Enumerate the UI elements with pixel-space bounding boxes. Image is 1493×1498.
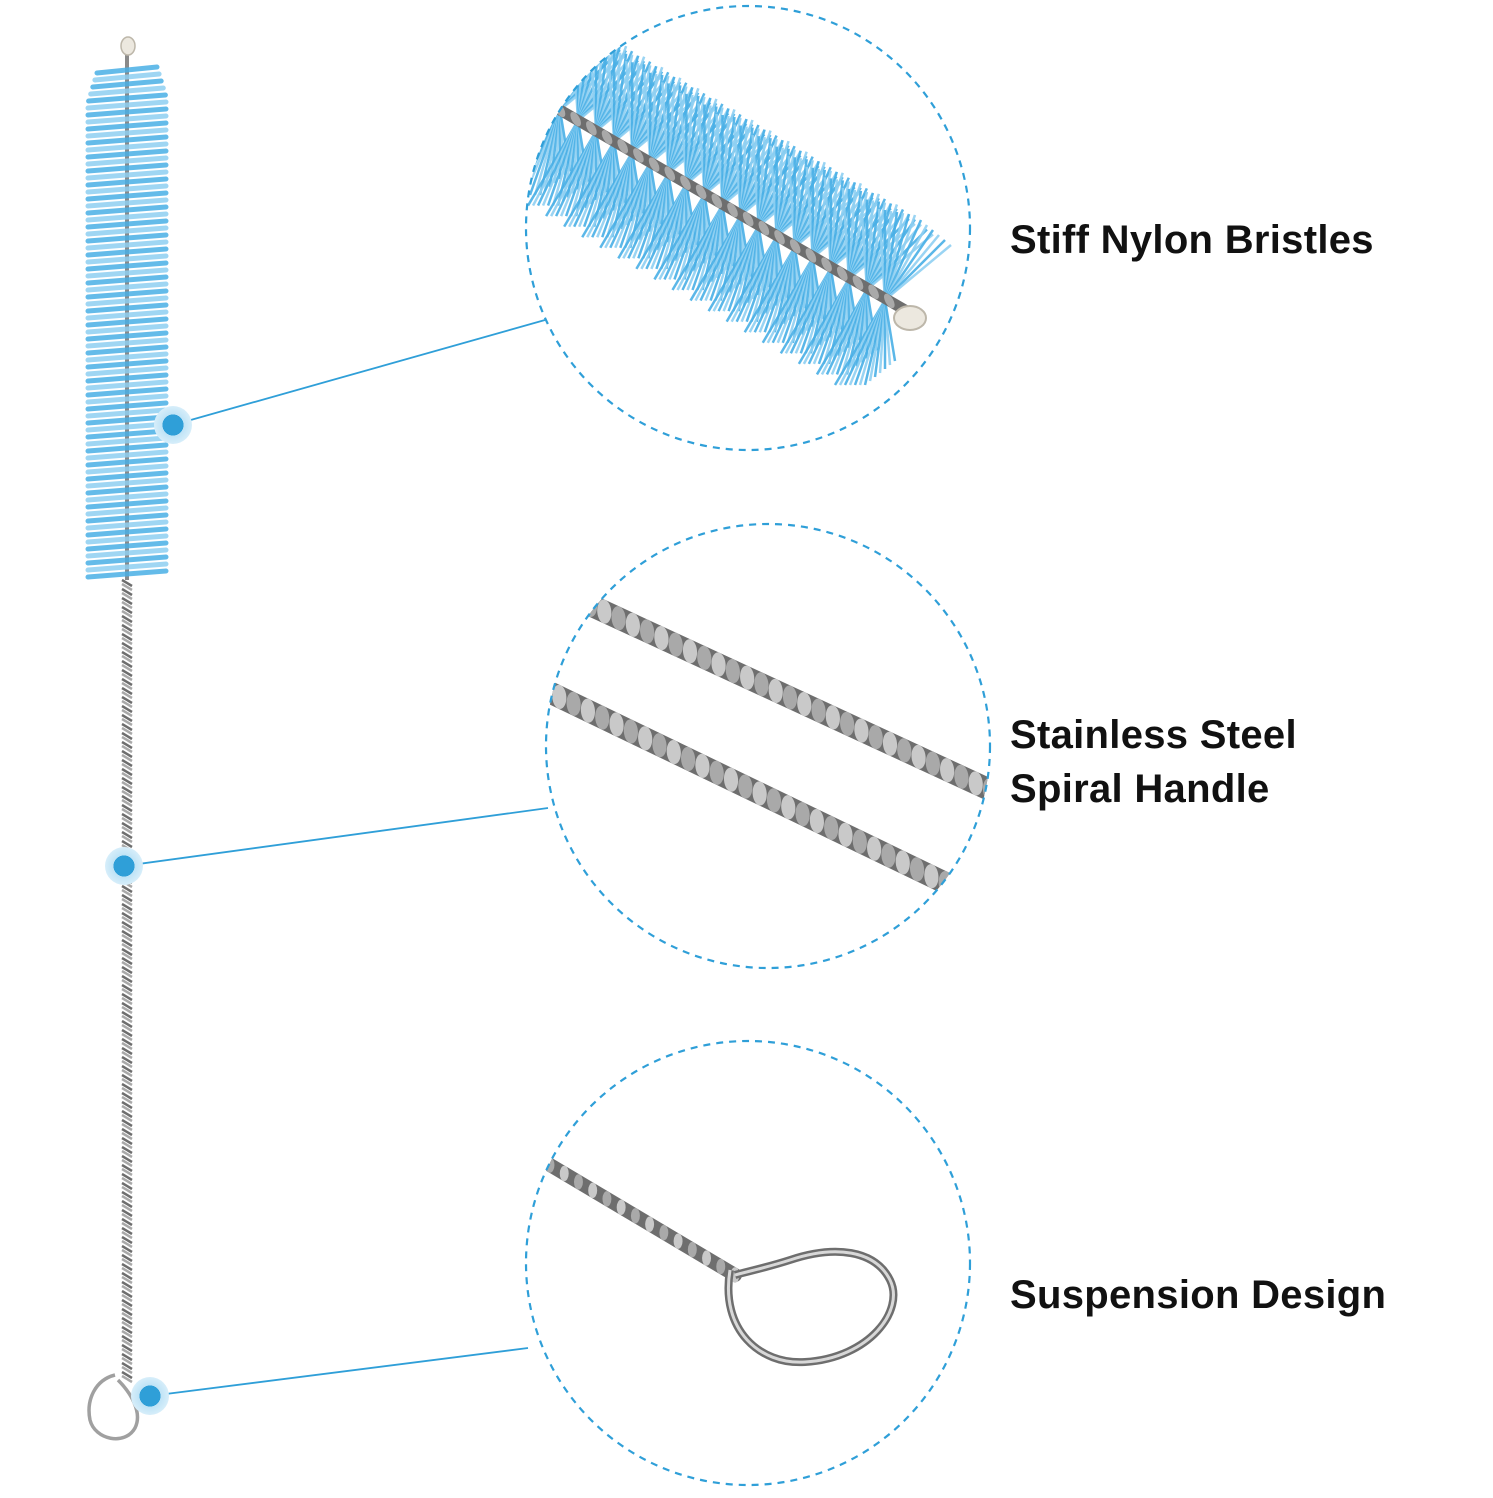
- feature-label-bristles: Stiff Nylon Bristles: [1010, 213, 1374, 267]
- marker-dot-handle: [105, 847, 143, 885]
- feature-label-line: Suspension Design: [1010, 1273, 1387, 1317]
- spiral-handle: [121, 578, 133, 1384]
- connector-line-loop: [149, 1347, 529, 1397]
- feature-label-line: Spiral Handle: [1010, 767, 1270, 811]
- connector-line-bristles: [172, 319, 546, 426]
- detail-circle-handle: [544, 522, 992, 970]
- feature-label-loop: Suspension Design: [1010, 1268, 1386, 1322]
- connector-line-handle: [123, 807, 549, 867]
- detail-circle-loop: [524, 1039, 972, 1487]
- hanging-loop: [87, 1373, 140, 1441]
- feature-label-line: Stainless Steel: [1010, 713, 1297, 757]
- marker-dot-loop: [131, 1377, 169, 1415]
- feature-label-handle: Stainless Steel Spiral Handle: [1010, 708, 1297, 816]
- marker-dot-bristles: [154, 406, 192, 444]
- brush-tip-cap: [120, 36, 136, 56]
- feature-label-line: Stiff Nylon Bristles: [1010, 218, 1374, 262]
- brush-bristles: [85, 64, 169, 580]
- detail-circle-bristles: [524, 4, 972, 452]
- full-brush: [85, 36, 169, 1441]
